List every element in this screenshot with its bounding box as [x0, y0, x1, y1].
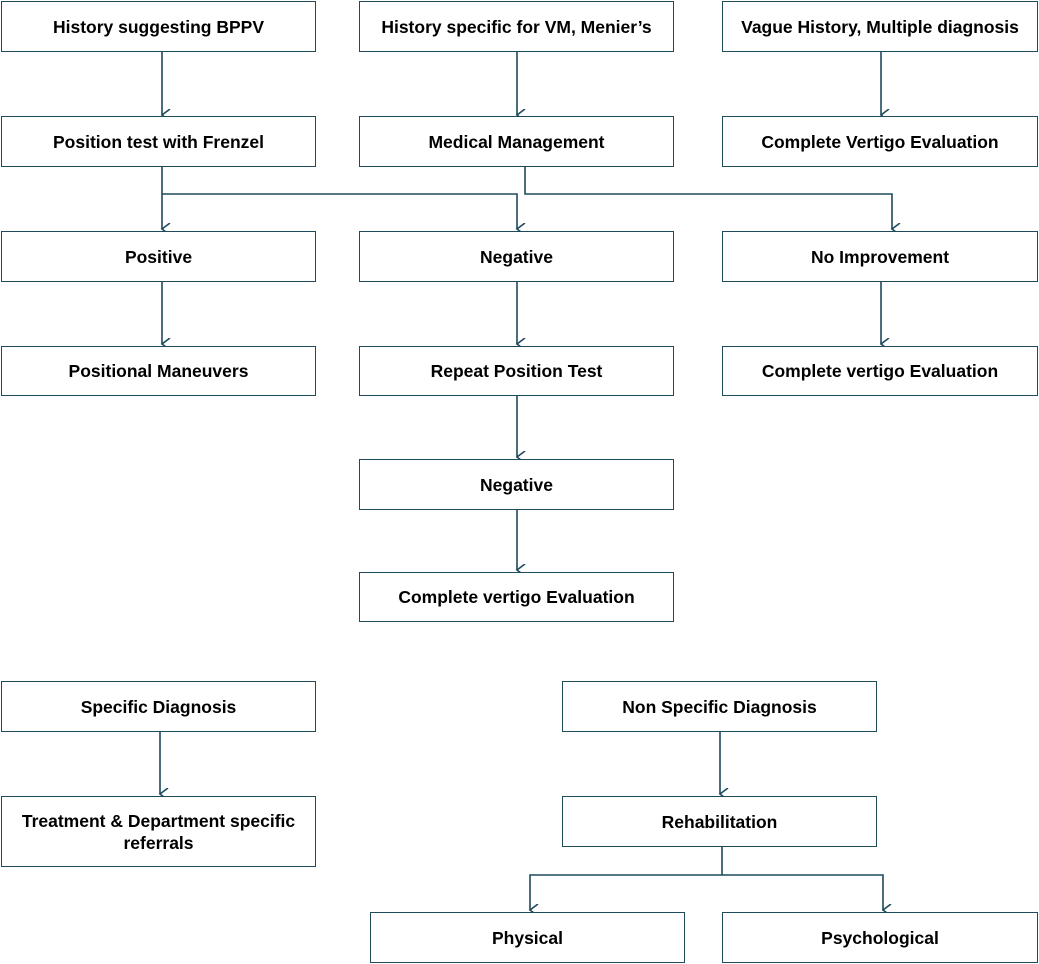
- node-psychological: Psychological: [722, 912, 1038, 963]
- node-medical-management: Medical Management: [359, 116, 674, 167]
- node-rehabilitation: Rehabilitation: [562, 796, 877, 847]
- node-treatment-referrals: Treatment & Department specific referral…: [1, 796, 316, 867]
- node-negative-1: Negative: [359, 231, 674, 282]
- node-physical: Physical: [370, 912, 685, 963]
- arrow-rehab-to-physical: [530, 874, 722, 910]
- node-bppv-history: History suggesting BPPV: [1, 1, 316, 52]
- node-vague-history: Vague History, Multiple diagnosis: [722, 1, 1038, 52]
- connector-position-test-to-negative: [162, 193, 517, 229]
- node-positive: Positive: [1, 231, 316, 282]
- node-complete-evaluation-1: Complete Vertigo Evaluation: [722, 116, 1038, 167]
- node-position-test: Position test with Frenzel: [1, 116, 316, 167]
- node-nonspecific-diagnosis: Non Specific Diagnosis: [562, 681, 877, 732]
- node-specific-diagnosis: Specific Diagnosis: [1, 681, 316, 732]
- node-no-improvement: No Improvement: [722, 231, 1038, 282]
- node-vm-history: History specific for VM, Menier’s: [359, 1, 674, 52]
- node-positional-maneuvers: Positional Maneuvers: [1, 346, 316, 396]
- node-negative-2: Negative: [359, 459, 674, 510]
- node-complete-evaluation-2: Complete vertigo Evaluation: [722, 346, 1038, 396]
- node-complete-evaluation-3: Complete vertigo Evaluation: [359, 572, 674, 622]
- node-repeat-position-test: Repeat Position Test: [359, 346, 674, 396]
- connector-medical-mgmt-to-no-improvement: [524, 167, 892, 229]
- arrow-rehab-to-psychological: [722, 874, 883, 910]
